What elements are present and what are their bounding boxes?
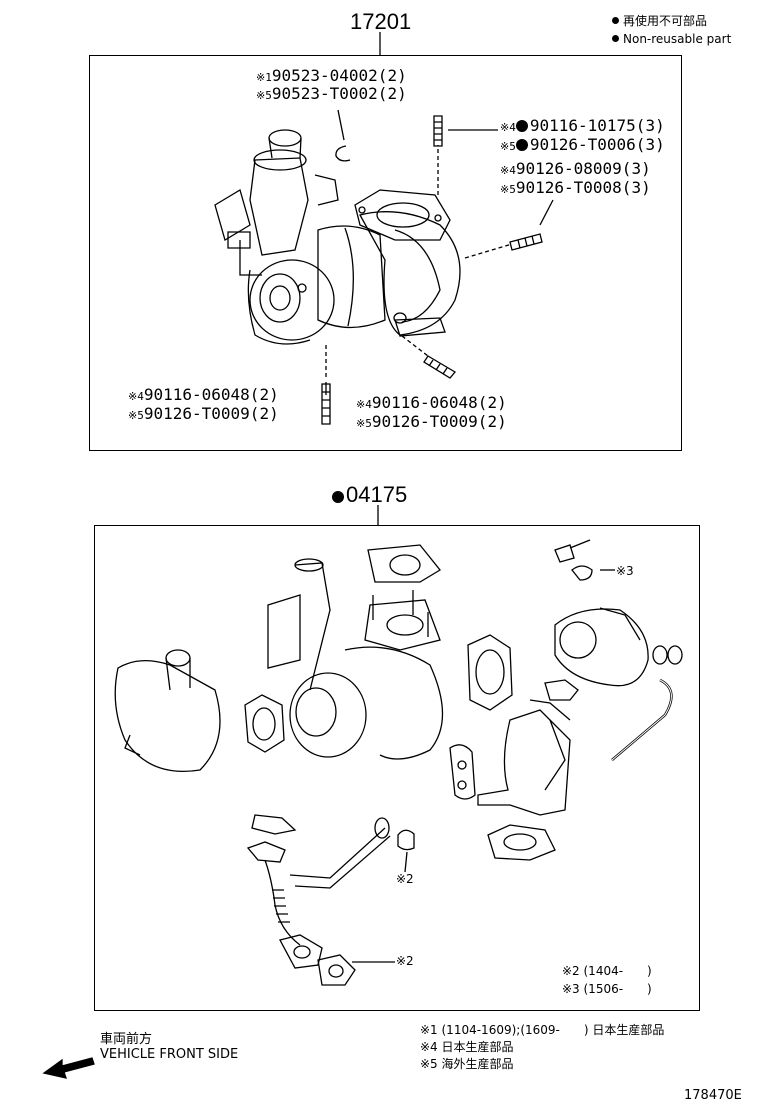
non-reusable-dot-icon	[332, 491, 344, 503]
diagram-number: 178470E	[684, 1088, 742, 1103]
callout-clip-1: ※190523-04002(2)	[256, 66, 407, 85]
vehicle-front-label-en: VEHICLE FRONT SIDE	[100, 1047, 239, 1062]
non-reusable-dot-icon	[612, 17, 619, 24]
callout-stud-right-2: ※590126-T0008(3)	[500, 178, 651, 197]
retaining-clip	[336, 146, 350, 161]
label-note-2-gasket: ※2	[396, 954, 414, 968]
date-range-note-2: ※2 (1404- )	[562, 964, 652, 978]
bottom-assembly-part-number: 04175	[332, 482, 407, 508]
callout-stud-bottom-left-1: ※490116-06048(2)	[128, 385, 279, 404]
callout-clip-2: ※590523-T0002(2)	[256, 84, 407, 103]
label-note-2-union: ※2	[396, 872, 414, 886]
callout-stud-bottom-right-2: ※590126-T0009(2)	[356, 412, 507, 431]
turbocharger-assembly-drawing	[215, 130, 512, 380]
callout-stud-bottom-left-2: ※590126-T0009(2)	[128, 404, 279, 423]
stud-bolt-right	[510, 234, 542, 250]
vehicle-front-arrow	[44, 1058, 94, 1078]
vehicle-front-label-jp: 車両前方	[100, 1032, 153, 1047]
legend-non-reusable-jp: 再使用不可部品	[612, 12, 707, 29]
top-assembly-part-number: 17201	[350, 9, 412, 34]
production-note-5: ※5 海外生産部品	[420, 1057, 514, 1071]
non-reusable-dot-icon	[612, 35, 619, 42]
top-assembly-frame	[89, 55, 682, 451]
bottom-assembly-frame	[94, 525, 700, 1011]
label-note-3: ※3	[616, 564, 634, 578]
callout-stud-bottom-right-1: ※490116-06048(2)	[356, 393, 507, 412]
production-note-1: ※1 (1104-1609);(1609- ) 日本生産部品	[420, 1023, 665, 1037]
date-range-note-3: ※3 (1506- )	[562, 982, 652, 996]
legend-non-reusable-en: Non-reusable part	[612, 32, 731, 46]
stud-bolt-bottom-right	[424, 356, 455, 378]
exploded-view-drawing	[115, 540, 682, 985]
callout-stud-right-1: ※490126-08009(3)	[500, 159, 651, 178]
stud-bolt-top	[434, 116, 442, 146]
production-note-4: ※4 日本生産部品	[420, 1040, 514, 1054]
